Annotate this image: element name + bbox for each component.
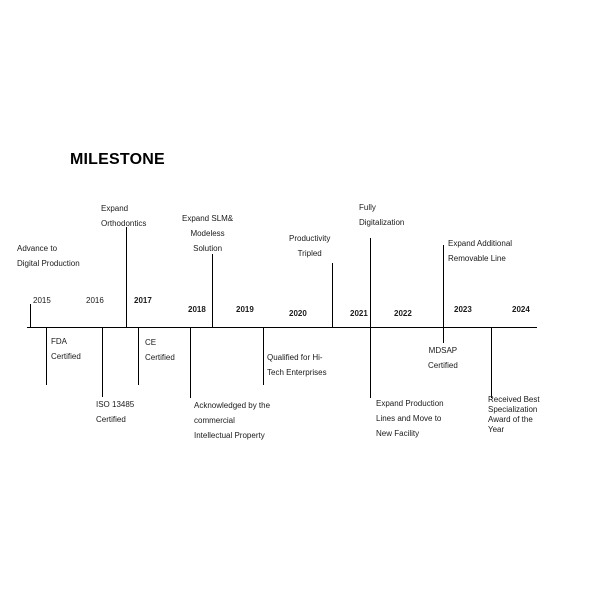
year-label-2021: 2021 — [350, 309, 368, 318]
milestone-text-line: MDSAP — [428, 346, 458, 355]
milestone-text-line: Digitalization — [359, 218, 405, 227]
connector-line — [443, 328, 444, 343]
connector-line — [30, 304, 31, 328]
milestone-text-line: Award of the — [488, 415, 533, 424]
milestone-text-line: Expand — [101, 204, 129, 213]
milestone-text-line: Specialization — [488, 405, 538, 414]
milestone-ce: CE Certified — [145, 335, 175, 365]
timeline-axis — [27, 327, 537, 328]
milestone-text-line: Removable Line — [448, 254, 506, 263]
milestone-text-line: Tripled — [297, 249, 322, 258]
connector-line — [443, 245, 444, 328]
milestone-text-line: FDA — [51, 337, 67, 346]
page-title: MILESTONE — [70, 151, 165, 168]
connector-line — [190, 328, 191, 398]
milestone-text-line: Productivity — [289, 234, 331, 243]
year-label-2016: 2016 — [86, 296, 104, 305]
milestone-hi-tech: Qualified for Hi- Tech Enterprises — [267, 350, 327, 380]
connector-line — [263, 328, 264, 385]
milestone-text-line: Lines and Move to — [376, 414, 442, 423]
milestone-text-line: Modeless — [190, 229, 225, 238]
milestone-text-line: Digital Production — [17, 259, 80, 268]
milestone-text-line: Qualified for Hi- — [267, 353, 323, 362]
milestone-digital-production: Advance to Digital Production — [17, 241, 80, 271]
milestone-text-line: Certified — [51, 352, 81, 361]
year-label-2024: 2024 — [512, 305, 530, 314]
milestone-text-line: Tech Enterprises — [267, 368, 327, 377]
milestone-text-line: CE — [145, 338, 157, 347]
year-label-2015: 2015 — [33, 296, 51, 305]
milestone-text-line: Fully — [359, 203, 376, 212]
connector-line — [370, 238, 371, 398]
connector-line — [102, 328, 103, 397]
milestone-text-line: Solution — [193, 244, 223, 253]
connector-line — [138, 328, 139, 385]
year-label-2023: 2023 — [454, 305, 472, 314]
milestone-text-line: Certified — [428, 361, 458, 370]
milestone-text-line: Certified — [145, 353, 175, 362]
milestone-text-line: Expand SLM& — [182, 214, 234, 223]
connector-line — [126, 227, 127, 328]
year-label-2017: 2017 — [134, 296, 152, 305]
connector-line — [46, 328, 47, 385]
milestone-fda: FDA Certified — [51, 334, 81, 364]
year-label-2019: 2019 — [236, 305, 254, 314]
year-label-2020: 2020 — [289, 309, 307, 318]
year-label-2018: 2018 — [188, 305, 206, 314]
milestone-text-line: Expand Production — [376, 399, 444, 408]
connector-line — [212, 254, 213, 328]
milestone-text-line: ISO 13485 — [96, 400, 135, 409]
connector-line — [491, 328, 492, 398]
milestone-text-line: Orthodontics — [101, 219, 147, 228]
milestone-text-line: Certified — [96, 415, 126, 424]
milestone-text-line: commercial — [194, 416, 235, 425]
milestone-text-line: Year — [488, 425, 505, 434]
milestone-text-line: Expand Additional — [448, 239, 513, 248]
connector-line — [332, 263, 333, 328]
milestone-text-line: Intellectual Property — [194, 431, 265, 440]
milestone-text-line: Received Best — [488, 395, 540, 404]
milestone-mdsap: MDSAP Certified — [428, 343, 458, 373]
milestone-text-line: New Facility — [376, 429, 420, 438]
year-label-2022: 2022 — [394, 309, 412, 318]
milestone-text-line: Advance to — [17, 244, 58, 253]
milestone-text-line: Acknowledged by the — [194, 401, 271, 410]
